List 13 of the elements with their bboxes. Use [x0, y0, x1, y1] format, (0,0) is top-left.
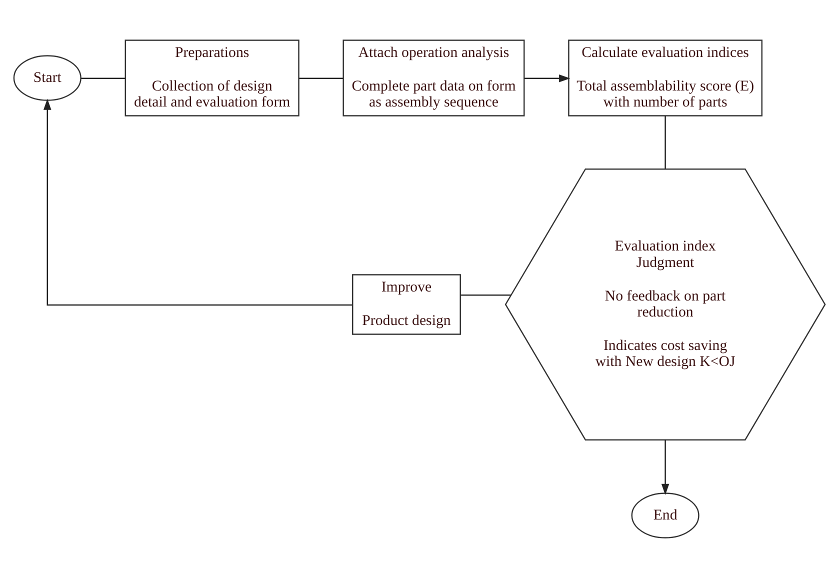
arrow [660, 440, 669, 495]
node-ellipse: End [630, 492, 699, 538]
connector [298, 78, 342, 79]
arrow [524, 74, 570, 82]
node-box: Improve Product design [352, 274, 460, 335]
node-ellipse: Start [12, 55, 81, 101]
arrow [42, 98, 352, 306]
node-box: Attach operation analysis Complete part data on form as assembly sequence [342, 40, 524, 116]
connector [460, 294, 511, 296]
node-box: Preparations Collection of design detail and evaluation form [124, 40, 299, 116]
connector [80, 78, 125, 79]
connector [664, 116, 666, 169]
node-box: Calculate evaluation indices Total assemblability score (E) with number of parts [568, 40, 762, 116]
